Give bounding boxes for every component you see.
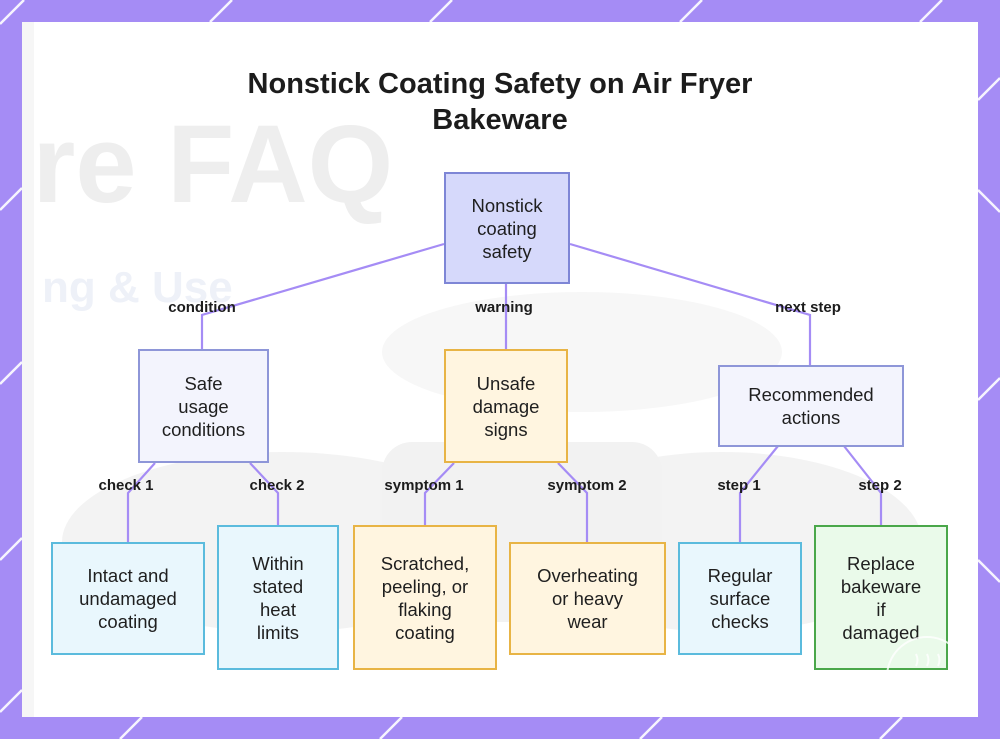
edge-label-check-1: check 1 [98, 477, 154, 494]
edge-label-warning: warning [475, 299, 533, 316]
diagram-title: Nonstick Coating Safety on Air Fryer Bak… [22, 66, 978, 138]
edge-safe-intact [126, 462, 156, 542]
node-scratched-peeling-flaking: Scratched, peeling, or flaking coating [353, 525, 497, 670]
edge-label-next-step: next step [775, 299, 841, 316]
node-safe-usage-conditions: Safe usage conditions [138, 349, 269, 463]
diagram-card: ire FAQ ng & Use Nonstick Coating Safety… [22, 22, 978, 717]
title-line-2: Bakeware [432, 104, 568, 136]
edge-safe-within [249, 462, 280, 525]
connector-lines [126, 242, 883, 542]
edge-label-step-1: step 1 [717, 477, 761, 494]
edge-label-symptom-1: symptom 1 [384, 477, 464, 494]
background-text-use: ng & Use [42, 263, 233, 312]
node-regular-surface-checks: Regular surface checks [678, 542, 802, 655]
node-recommended-actions: Recommended actions [718, 365, 904, 447]
edge-unsafe-scratched [423, 462, 455, 525]
edge-label-check-2: check 2 [249, 477, 305, 494]
edge-actions-replace [843, 445, 883, 525]
edge-label-condition: condition [168, 299, 236, 316]
edge-unsafe-overheating [557, 462, 589, 542]
edge-label-step-2: step 2 [858, 477, 902, 494]
brand-watermark-icon [886, 636, 968, 717]
node-unsafe-damage-signs: Unsafe damage signs [444, 349, 568, 463]
background-text-faq: ire FAQ [22, 103, 393, 226]
edge-root-actions [569, 242, 812, 365]
node-replace-bakeware: Replace bakeware if damaged [814, 525, 948, 670]
edge-root-safe [200, 242, 445, 349]
node-within-stated-heat-limits: Within stated heat limits [217, 525, 339, 670]
node-intact-undamaged-coating: Intact and undamaged coating [51, 542, 205, 655]
edge-label-symptom-2: symptom 2 [547, 477, 627, 494]
node-nonstick-coating-safety: Nonstick coating safety [444, 172, 570, 284]
edge-actions-regular [738, 445, 779, 542]
node-overheating-heavy-wear: Overheating or heavy wear [509, 542, 666, 655]
title-line-1: Nonstick Coating Safety on Air Fryer [247, 68, 753, 100]
